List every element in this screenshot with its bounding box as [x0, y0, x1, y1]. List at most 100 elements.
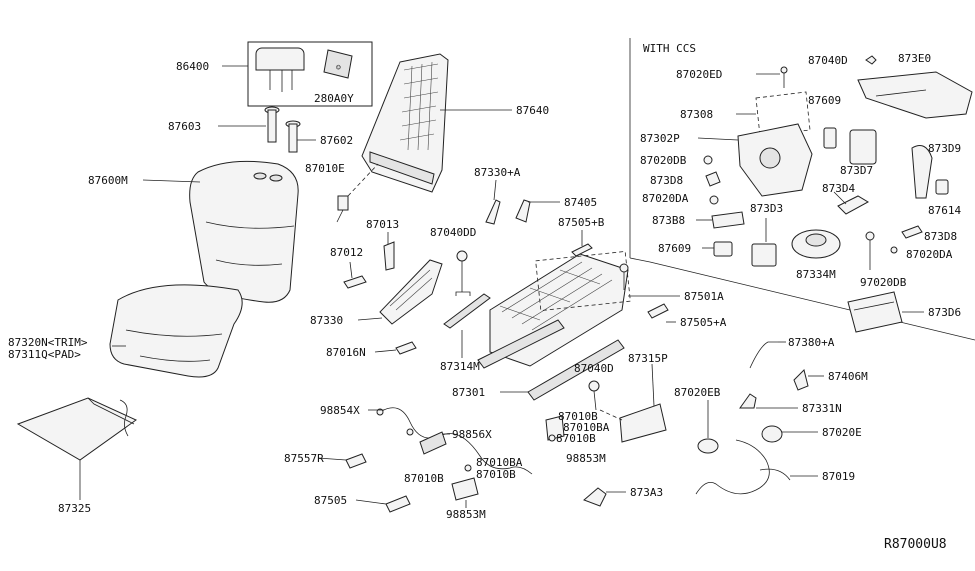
- duct-873D9: [911, 145, 933, 199]
- label-873D4: 873D4: [822, 182, 855, 195]
- label-87012: 87012: [330, 246, 363, 259]
- label-873B8: 873B8: [652, 214, 685, 227]
- screw-97020DB: [865, 231, 875, 270]
- label-87020E: 87020E: [822, 426, 862, 439]
- label-87010BA-b: 87010BA: [476, 456, 523, 469]
- screw-87020DB-a: [703, 155, 713, 165]
- seatback-trim: [189, 160, 299, 303]
- label-87314M: 87314M: [440, 360, 480, 373]
- part-873D3: [751, 243, 777, 267]
- label-87406M: 87406M: [828, 370, 868, 383]
- label-87020DA-b: 87020DA: [906, 248, 953, 261]
- cushion-base-87325: [16, 397, 137, 461]
- label-87010B-d: 87010B: [404, 472, 444, 485]
- label-873D6: 873D6: [928, 306, 961, 319]
- grommet-87020EB: [697, 438, 719, 454]
- label-87505: 87505: [314, 494, 347, 507]
- blower-housing-87302P: [737, 123, 813, 197]
- label-87020ED: 87020ED: [676, 68, 722, 81]
- label-87505A: 87505+A: [680, 316, 727, 329]
- label-97020DB: 97020DB: [860, 276, 907, 289]
- label-87010B-c: 87010B: [476, 468, 516, 481]
- label-87010BA-a: 87010BA: [563, 421, 610, 434]
- label-87308: 87308: [680, 108, 713, 121]
- label-873D8-b: 873D8: [924, 230, 957, 243]
- ccs-region-frame: [629, 38, 975, 341]
- part-87314M: [443, 284, 491, 329]
- blower-87334M: [791, 229, 841, 259]
- part-87505B: [571, 243, 593, 257]
- connector-cluster-upper: [545, 415, 565, 442]
- label-87405: 87405: [564, 196, 597, 209]
- label-98854X: 98854X: [320, 404, 360, 417]
- part-87331N: [739, 393, 757, 409]
- bolt-87020ED: [780, 66, 788, 88]
- bolt-87501A: [619, 263, 629, 290]
- cover-87315P: [599, 403, 667, 443]
- label-87325: 87325: [58, 502, 91, 515]
- label-87302P: 87302P: [640, 132, 680, 145]
- part-873B8: [711, 211, 745, 229]
- label-87315P: 87315P: [628, 352, 668, 365]
- label-873A3: 873A3: [630, 486, 663, 499]
- label-87505B: 87505+B: [558, 216, 605, 229]
- label-873D7: 873D7: [840, 164, 873, 177]
- duct-873E0: [857, 71, 973, 119]
- label-87016N: 87016N: [326, 346, 366, 359]
- label-98856X: 98856X: [452, 428, 492, 441]
- label-87609-a: 87609: [808, 94, 841, 107]
- part-87013: [383, 241, 395, 271]
- control-unit-873D6: [847, 291, 903, 333]
- label-87013: 87013: [366, 218, 399, 231]
- label-87331N: 87331N: [802, 402, 842, 415]
- duct-873D7: [849, 129, 877, 165]
- part-873D8-b: [901, 225, 923, 239]
- label-98853M-a: 98853M: [566, 452, 606, 465]
- svg-text:☺: ☺: [336, 63, 341, 72]
- label-87640: 87640: [516, 104, 549, 117]
- harness-87019: [695, 439, 791, 495]
- label-87320N: 87320N<TRIM>: [8, 336, 88, 349]
- part-87405: [515, 199, 531, 223]
- diagram-code: R87000U8: [884, 537, 947, 552]
- label-873D9: 873D9: [928, 142, 961, 155]
- screw-87020DA-b: [890, 246, 898, 254]
- label-87040D: 87040D: [574, 362, 614, 375]
- filter-87609-b: [713, 241, 733, 257]
- part-87330A: [485, 199, 501, 225]
- label-87557R: 87557R: [284, 452, 324, 465]
- bolt-87040DD: [456, 250, 468, 284]
- label-87019: 87019: [822, 470, 855, 483]
- seat-frame-87301: [477, 253, 629, 401]
- label-87609-b: 87609: [658, 242, 691, 255]
- label-87010B-b: 87010B: [556, 432, 596, 445]
- part-87012: [343, 275, 367, 289]
- side-cover-87330: [379, 259, 443, 325]
- label-87614: 87614: [928, 204, 961, 217]
- label-87334M: 87334M: [796, 268, 836, 281]
- bracket-873A3: [583, 487, 607, 507]
- bolt-87010E: [336, 163, 379, 223]
- label-87040D-r: 87040D: [808, 54, 848, 67]
- grommet-87020E: [761, 425, 783, 443]
- label-87040DD: 87040DD: [430, 226, 476, 239]
- duct-873D4: [837, 195, 870, 215]
- label-873D3: 873D3: [750, 202, 783, 215]
- part-87505: [385, 495, 411, 513]
- bolt-87040D: [588, 380, 600, 411]
- label-873D8-a: 873D8: [650, 174, 683, 187]
- part-87016N: [395, 341, 417, 355]
- connector-cluster-lower: [451, 464, 479, 501]
- label-87330A: 87330+A: [474, 166, 521, 179]
- label-87311Q: 87311Q<PAD>: [8, 348, 81, 361]
- harness-87380A: [749, 341, 778, 369]
- label-87010E: 87010E: [305, 162, 345, 175]
- clip-87040D-r: [865, 55, 877, 65]
- part-87505A: [647, 303, 669, 319]
- part-87406M: [793, 369, 809, 391]
- filter-87614: [935, 179, 949, 195]
- label-87380A: 87380+A: [788, 336, 835, 349]
- label-87603: 87603: [168, 120, 201, 133]
